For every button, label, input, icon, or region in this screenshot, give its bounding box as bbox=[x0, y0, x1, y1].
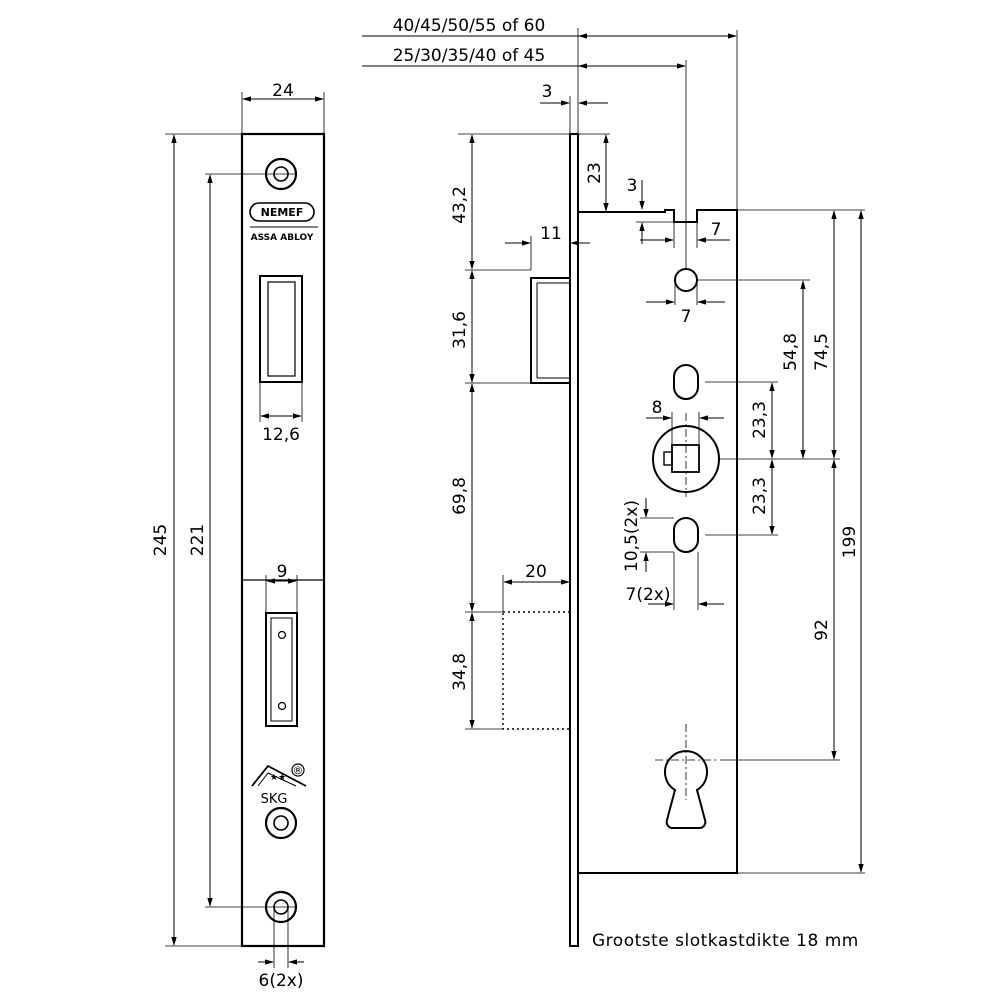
deadbolt-extended bbox=[502, 611, 571, 730]
dim-bolt-throw: 20 bbox=[525, 562, 547, 582]
dim-hole-spacing: 221 bbox=[188, 524, 208, 556]
dim-bolt-height: 34,8 bbox=[450, 653, 470, 691]
dim-forend-thickness: 3 bbox=[542, 82, 553, 102]
dim-follower-square: 8 bbox=[652, 398, 663, 418]
side-view bbox=[362, 28, 865, 947]
cylinder-cutout bbox=[664, 750, 708, 829]
logo-text: NEMEF bbox=[261, 206, 304, 219]
dim-backset-b: 25/30/35/40 of 45 bbox=[393, 46, 546, 66]
faceplate-view: ★★ bbox=[165, 92, 326, 968]
dim-total-length: 245 bbox=[151, 524, 171, 556]
thickness-note: Grootste slotkastdikte 18 mm bbox=[592, 931, 859, 951]
latch-opening bbox=[259, 275, 303, 383]
dim-slot-height: 10,5(2x) bbox=[622, 500, 642, 572]
dim-slot-lower: 23,3 bbox=[750, 477, 770, 515]
dim-case-top-to-follower: 74,5 bbox=[812, 333, 832, 371]
dim-width: 24 bbox=[272, 81, 294, 101]
dim-slot-upper: 23,3 bbox=[750, 401, 770, 439]
dim-top-offset: 23 bbox=[585, 162, 605, 184]
skg-seal: ★★ bbox=[251, 763, 307, 787]
dim-backset-a: 40/45/50/55 of 60 bbox=[393, 16, 546, 36]
dim-latch-width: 12,6 bbox=[262, 425, 300, 445]
svg-text:★★: ★★ bbox=[270, 773, 286, 783]
deadbolt-opening bbox=[265, 612, 298, 727]
dim-notch-depth: 3 bbox=[627, 176, 638, 196]
follower bbox=[652, 413, 720, 497]
latch-bolt bbox=[530, 277, 571, 384]
dim-slot-width: 7(2x) bbox=[626, 585, 671, 605]
dim-notch-width: 7 bbox=[711, 220, 722, 240]
forend-side bbox=[569, 133, 579, 947]
dim-case-height: 199 bbox=[840, 526, 860, 558]
nemef-logo bbox=[249, 202, 318, 228]
faceplate-outline bbox=[240, 132, 326, 948]
faceplate-labels: NEMEF ASSA ABLOY SKG ® 24 245 221 12,6 9… bbox=[151, 81, 314, 991]
bottom-screw-hole bbox=[205, 890, 298, 924]
lower-slot bbox=[673, 517, 699, 553]
dim-bolt-width: 9 bbox=[277, 562, 288, 582]
middle-screw-hole bbox=[264, 806, 298, 840]
lock-case bbox=[578, 209, 738, 874]
top-screw-hole bbox=[205, 157, 298, 191]
dim-top-hole-to-follower: 54,8 bbox=[781, 333, 801, 371]
cert-mark: ® bbox=[293, 764, 304, 777]
dim-latch-to-bolt: 69,8 bbox=[450, 477, 470, 515]
dim-latch-from-top: 43,2 bbox=[450, 186, 470, 224]
cert-text: SKG bbox=[261, 792, 288, 807]
dim-latch-projection: 11 bbox=[540, 224, 562, 244]
group-text: ASSA ABLOY bbox=[251, 233, 314, 243]
dim-follower-to-cylinder: 92 bbox=[812, 619, 832, 641]
dim-top-hole-width: 7 bbox=[681, 307, 692, 327]
upper-slot bbox=[673, 364, 699, 400]
side-view-labels: 40/45/50/55 of 60 25/30/35/40 of 45 3 23… bbox=[393, 16, 860, 951]
top-hole bbox=[674, 268, 698, 292]
dim-latch-height: 31,6 bbox=[450, 311, 470, 349]
dim-screw-holes: 6(2x) bbox=[259, 971, 304, 991]
